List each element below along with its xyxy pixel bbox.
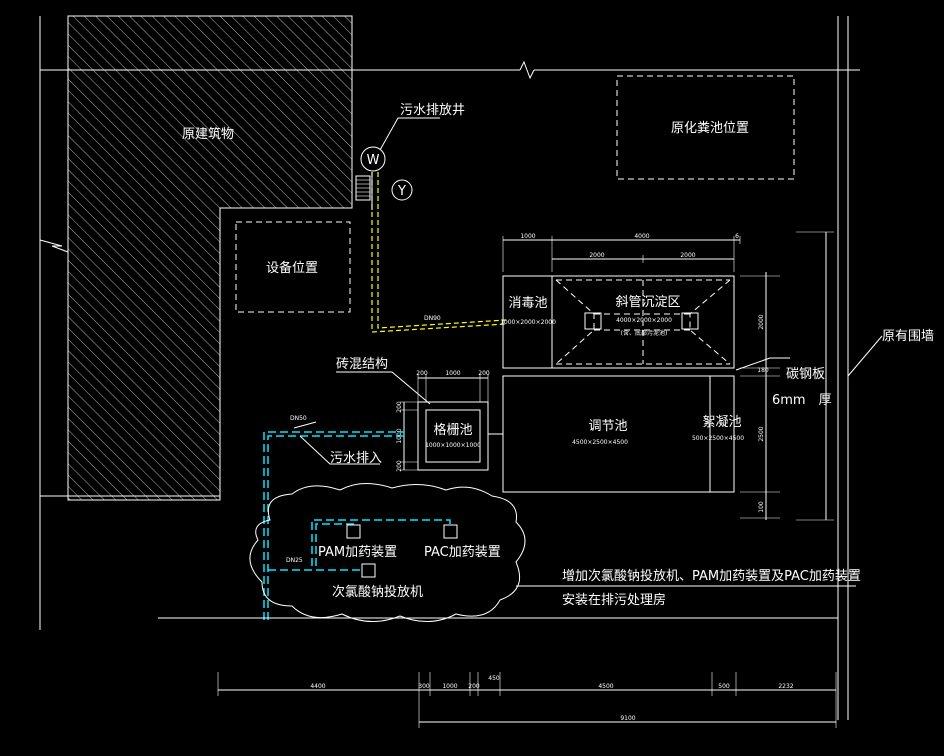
pam-device-label: PAM加药装置: [318, 545, 397, 560]
grating-tank-dims: 1000×1000×1000: [425, 442, 481, 449]
well-w-label: W: [367, 153, 380, 168]
existing-wall-label: 原有围墙: [882, 329, 934, 344]
dim-bottom-200: 200: [468, 683, 480, 690]
thickness-label: 6mm 厚: [772, 393, 832, 408]
dim-top-2000b: 2000: [680, 252, 695, 259]
equipment-location-label: 设备位置: [266, 260, 318, 276]
top-dimension-chain: 1000 4000 6 2000 2000: [502, 233, 741, 272]
left-break-symbol: [39, 239, 69, 253]
dim-grating-200b: 200: [478, 370, 490, 377]
disinfection-tank-label: 消毒池: [508, 296, 547, 311]
dim-grating-left-200a: 200: [396, 401, 403, 413]
original-septic-tank: 原化粪池位置: [616, 75, 795, 180]
hypochlorite-dispenser: 次氯酸钠投放机: [332, 563, 423, 600]
right-dimension-chain: 2000 2500 180 100: [740, 231, 834, 521]
dim-right-2500: 2500: [758, 426, 765, 441]
original-septic-tank-label: 原化粪池位置: [671, 121, 749, 136]
existing-wall: 原有围墙: [837, 16, 934, 720]
carbon-steel-plate-label: 碳钢板: [786, 367, 825, 382]
dim-grating-1000: 1000: [445, 370, 460, 377]
pac-device-label: PAC加药装置: [424, 545, 501, 560]
dim-bottom-4500: 4500: [598, 683, 613, 690]
grating-tank: 格栅池 1000×1000×1000 200 1000 200 200 1000…: [396, 370, 503, 472]
pipe-dn90-label: DN90: [424, 315, 441, 322]
sewage-outlet-well-label: 污水排放井: [400, 103, 465, 118]
dim-bottom-2232: 2232: [778, 683, 793, 690]
dim-right-100: 100: [758, 501, 765, 513]
settler-label: 斜管沉淀区: [615, 295, 680, 310]
pipe-dn50-label: DN50: [290, 415, 307, 422]
well-y-circle: [391, 179, 413, 201]
regulating-coagulation-block: 调节池 4500×2500×4500 絮凝池 500×2500×4500: [502, 375, 744, 493]
pac-dosing-device: PAC加药装置: [424, 524, 501, 560]
dim-bottom-total: 9100: [620, 715, 635, 722]
note-line-2: 安装在排污处理房: [562, 592, 666, 608]
dim-grating-left-200b: 200: [396, 460, 403, 472]
sewage-inlet-label: 污水排入: [330, 451, 382, 466]
dim-bottom-300: 300: [418, 683, 430, 690]
hypochlorite-dispenser-label: 次氯酸钠投放机: [332, 584, 423, 600]
bottom-dimension-chain: 4400 300 1000 200 450 4500 500 2232 9100: [217, 672, 837, 728]
dim-bottom-500: 500: [718, 683, 730, 690]
disinfection-tank-dims: 1000×2000×2000: [500, 319, 556, 326]
coagulation-tank-dims: 500×2500×4500: [692, 435, 744, 442]
dim-bottom-4400: 4400: [310, 683, 325, 690]
dim-top-4000: 4000: [634, 233, 649, 240]
grating-tank-label: 格栅池: [433, 422, 472, 438]
coagulation-tank-label: 絮凝池: [702, 414, 741, 430]
dim-grating-200a: 200: [416, 370, 428, 377]
dosing-pipes: DN25: [268, 519, 451, 571]
dim-top-6: 6: [735, 233, 739, 240]
installation-note: 增加次氯酸钠投放机、PAM加药装置及PAC加药装置 安装在排污处理房: [516, 568, 861, 608]
dim-bottom-450: 450: [488, 675, 500, 682]
dim-right-2000: 2000: [758, 314, 765, 329]
sewage-pipe-dn90: DN90: [371, 172, 507, 333]
regulating-tank-label: 调节池: [588, 419, 627, 434]
brick-concrete-label: 砖混结构: [336, 357, 388, 372]
settler-note: (含、底部污泥池): [621, 329, 668, 337]
dim-bottom-1000: 1000: [442, 683, 457, 690]
existing-building: 原建筑物: [67, 15, 353, 501]
regulating-tank-dims: 4500×2500×4500: [572, 439, 628, 446]
sewage-inlet-pipe-dn50: DN50 污水排入: [263, 415, 404, 620]
disinfection-settler-block: 消毒池 1000×2000×2000 斜管沉淀区 4000×2000×2000 …: [500, 275, 735, 369]
well-w-circle: [360, 146, 386, 172]
pam-dosing-device: PAM加药装置: [318, 524, 397, 560]
dim-right-180: 180: [757, 367, 769, 374]
dim-top-2000a: 2000: [589, 252, 604, 259]
carbon-steel-plate-note: 碳钢板 6mm 厚: [735, 357, 832, 408]
pipe-dn25-label: DN25: [286, 557, 303, 564]
brick-concrete-note: 砖混结构: [336, 357, 431, 405]
note-line-1: 增加次氯酸钠投放机、PAM加药装置及PAC加药装置: [562, 568, 861, 584]
existing-building-label: 原建筑物: [182, 126, 234, 142]
dim-top-1000: 1000: [520, 233, 535, 240]
settler-dims: 4000×2000×2000: [616, 317, 672, 324]
well-y-label: Y: [397, 184, 406, 199]
sewage-outlet-well: W Y 污水排放井: [355, 103, 465, 201]
equipment-location: 设备位置: [235, 221, 351, 313]
